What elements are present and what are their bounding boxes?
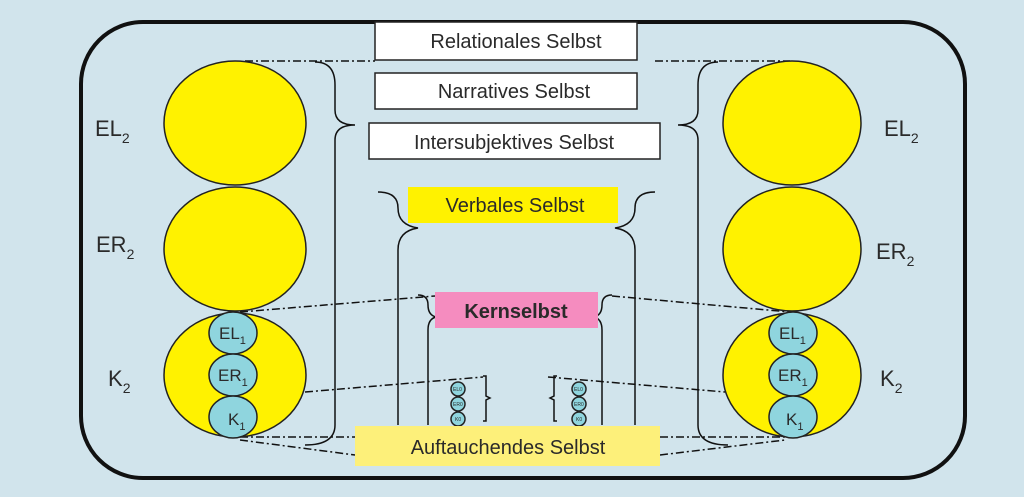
mini-left-el0 <box>450 381 466 397</box>
left-er2-label: ER2 <box>96 232 135 262</box>
left-el2-label: EL2 <box>95 116 130 146</box>
box-verbal-label: Verbales Selbst <box>446 195 585 217</box>
left-column <box>163 60 307 439</box>
box-verbal: Verbales Selbst <box>408 187 618 223</box>
mini-right-k0-label: K0 <box>576 417 582 423</box>
right-k2-label: K2 <box>880 366 903 396</box>
box-emergent-label: Auftauchendes Selbst <box>411 437 606 459</box>
mini-left-er0-label: ER0 <box>453 402 463 408</box>
mini-left <box>450 381 466 427</box>
right-el2-label: EL2 <box>884 116 919 146</box>
box-core-label: Kernselbst <box>464 301 568 323</box>
mini-left-el0-label: EL0 <box>453 387 462 393</box>
box-emergent: Auftauchendes Selbst <box>355 426 660 466</box>
right-core-brace <box>593 294 613 425</box>
right-big-brace <box>677 61 729 446</box>
left-mini-brace <box>483 375 492 422</box>
left-k2-label: K2 <box>108 366 131 396</box>
mini-left-k0-label: K0 <box>455 417 461 423</box>
connector-lines <box>239 60 791 456</box>
right-er2-label: ER2 <box>876 239 915 269</box>
left-el1-label: EL1 <box>219 324 246 347</box>
braces <box>304 61 729 446</box>
left-k1-circle <box>208 395 258 439</box>
box-intersubjective: Intersubjektives Selbst <box>368 122 661 160</box>
left-core-brace <box>417 294 437 425</box>
right-el2-ellipse <box>722 60 862 186</box>
right-el1-label: EL1 <box>779 324 806 347</box>
box-relational-label: Relationales Selbst <box>430 31 602 53</box>
box-intersubjective-label: Intersubjektives Selbst <box>414 132 615 154</box>
right-er2-ellipse <box>722 186 862 312</box>
left-el2-ellipse <box>163 60 307 186</box>
left-verbal-brace <box>377 191 419 425</box>
right-verbal-brace <box>614 191 656 425</box>
left-big-brace <box>304 61 356 446</box>
right-k1-circle <box>768 395 818 439</box>
box-relational: Relationales Selbst <box>374 21 638 61</box>
right-er1-label: ER1 <box>778 366 808 389</box>
left-er2-ellipse <box>163 186 307 312</box>
mini-right-er0 <box>571 396 587 412</box>
box-narrative: Narratives Selbst <box>374 72 638 110</box>
box-narrative-label: Narratives Selbst <box>438 81 591 103</box>
right-k1-label: K1 <box>786 410 803 433</box>
mini-right-er0-label: ER0 <box>574 402 584 408</box>
right-column <box>722 60 862 439</box>
left-k1-label: K1 <box>228 410 245 433</box>
mini-right-el0-label: EL0 <box>574 387 583 393</box>
right-mini-brace <box>548 375 557 422</box>
mini-left-er0 <box>450 396 466 412</box>
mini-right-el0 <box>571 381 587 397</box>
box-core: Kernselbst <box>435 292 598 328</box>
left-er1-label: ER1 <box>218 366 248 389</box>
mini-right <box>571 381 587 427</box>
